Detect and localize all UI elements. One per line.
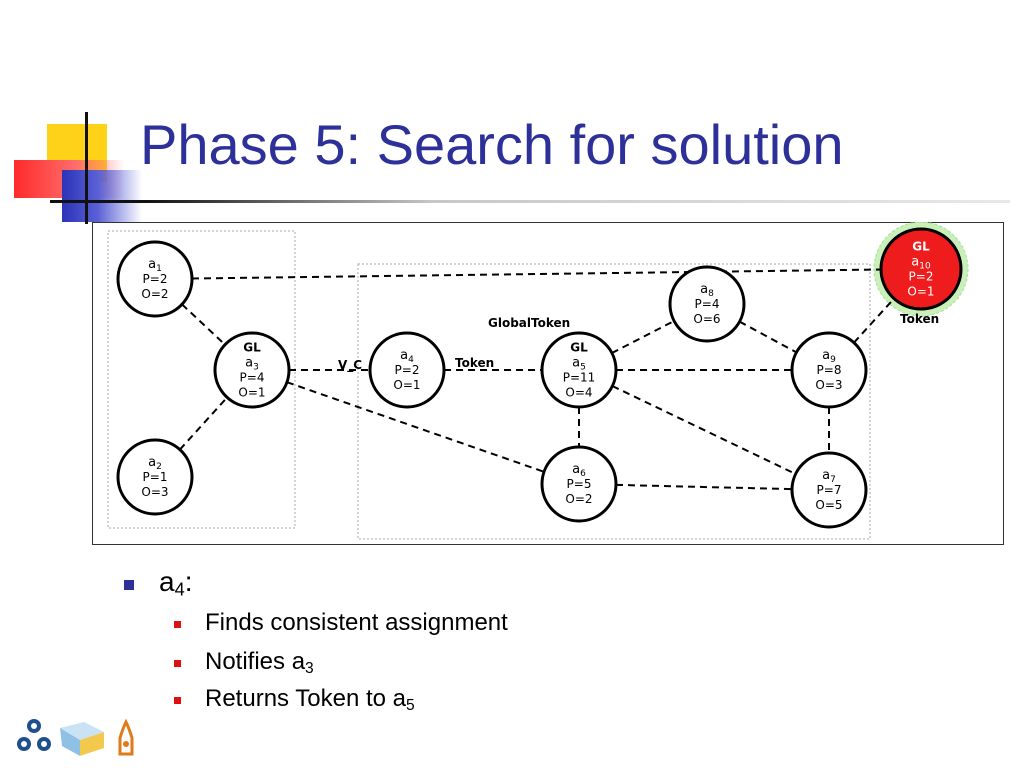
node-agent-label: a10 [911, 255, 931, 272]
label-token-a10: Token [900, 312, 939, 326]
node-priority: P=2 [395, 363, 420, 377]
label-v-c: V_C [338, 358, 362, 373]
node-gl-label: GL [243, 341, 261, 355]
node-agent-label: a6 [572, 462, 586, 479]
node-gl-label: GL [912, 240, 930, 254]
bullet-sub-marker [174, 621, 181, 628]
node-priority: P=1 [143, 470, 168, 484]
constraint-graph-diagram: a1P=2O=2a2P=1O=3GLa3P=4O=1a4P=2O=1GLa5P=… [92, 222, 1004, 545]
decor-blue-square [62, 170, 142, 222]
node-agent-label: a9 [822, 348, 836, 365]
slide-title: Phase 5: Search for solution [140, 113, 844, 176]
edge-a1-a10 [191, 268, 882, 280]
nodes: a1P=2O=2a2P=1O=3GLa3P=4O=1a4P=2O=1GLa5P=… [116, 227, 963, 529]
node-priority: P=7 [817, 483, 842, 497]
node-circle [368, 331, 446, 409]
flame-logo-icon [118, 718, 134, 756]
decor-title-underline [50, 200, 1010, 203]
bullet-item-text: Notifies a3 [205, 648, 314, 677]
node-circle [213, 331, 291, 409]
bullet-main-text: a4: [159, 566, 193, 600]
edge-a8-a9 [739, 320, 797, 354]
decor-vertical-line [85, 112, 88, 224]
bullet-main-marker [124, 580, 134, 590]
node-order: O=2 [141, 287, 168, 301]
node-circle [116, 438, 194, 516]
bullet-sub-marker [174, 660, 181, 667]
cluster-right-box [357, 263, 871, 540]
edge-a1-a3 [181, 303, 226, 346]
node-agent-label: a1 [148, 257, 162, 274]
label-token-a4-a5: Token [455, 356, 494, 370]
cluster-left-box [107, 230, 296, 529]
node-priority: P=2 [143, 272, 168, 286]
node-a9: a9P=8O=3 [790, 331, 868, 409]
node-order: O=3 [815, 378, 842, 392]
node-circle [540, 331, 618, 409]
node-a2: a2P=1O=3 [116, 438, 194, 516]
node-order: O=6 [693, 312, 720, 326]
node-agent-label: a4 [400, 348, 414, 365]
edge-labels: V_C Token GlobalToken Token [338, 312, 939, 373]
node-order: O=3 [141, 485, 168, 499]
node-priority: P=4 [695, 297, 720, 311]
edges [179, 268, 895, 491]
node-order: O=1 [393, 378, 420, 392]
label-global-token: GlobalToken [488, 316, 570, 330]
edge-a5-a7 [611, 385, 797, 475]
node-priority: P=4 [240, 371, 265, 385]
edge-a6-a7 [615, 483, 793, 491]
node-a6: a6P=5O=2 [540, 445, 618, 523]
bullet-sub-marker [174, 697, 181, 704]
node-agent-label: a3 [245, 356, 259, 373]
node-a1: a1P=2O=2 [116, 240, 194, 318]
node-a4: a4P=2O=1 [368, 331, 446, 409]
node-circle [116, 240, 194, 318]
node-circle [790, 331, 868, 409]
node-order: O=4 [565, 386, 592, 400]
node-circle [540, 445, 618, 523]
node-a8: a8P=4O=6 [668, 265, 746, 343]
node-agent-label: a5 [572, 356, 586, 373]
node-gl-label: GL [570, 341, 588, 355]
node-circle [879, 227, 963, 311]
bullet-item-text: Returns Token to a5 [205, 685, 415, 714]
node-order: O=1 [907, 285, 934, 299]
cube-logo-icon [60, 722, 104, 756]
node-priority: P=5 [567, 477, 592, 491]
node-circle [790, 451, 868, 529]
node-agent-label: a8 [700, 282, 714, 299]
footer-logos [17, 718, 134, 756]
trefoil-logo-icon [17, 719, 51, 751]
node-order: O=1 [238, 386, 265, 400]
node-priority: P=8 [817, 363, 842, 377]
bullet-item-text: Finds consistent assignment [205, 609, 508, 636]
node-circle [668, 265, 746, 343]
node-priority: P=11 [563, 371, 596, 385]
node-order: O=2 [565, 492, 592, 506]
edge-a3-a6 [286, 381, 545, 473]
node-priority: P=2 [909, 270, 934, 284]
node-a7: a7P=7O=5 [790, 451, 868, 529]
node-order: O=5 [815, 498, 842, 512]
node-agent-label: a2 [148, 455, 162, 472]
edge-a9-a10 [853, 297, 895, 344]
node-agent-label: a7 [822, 468, 836, 485]
